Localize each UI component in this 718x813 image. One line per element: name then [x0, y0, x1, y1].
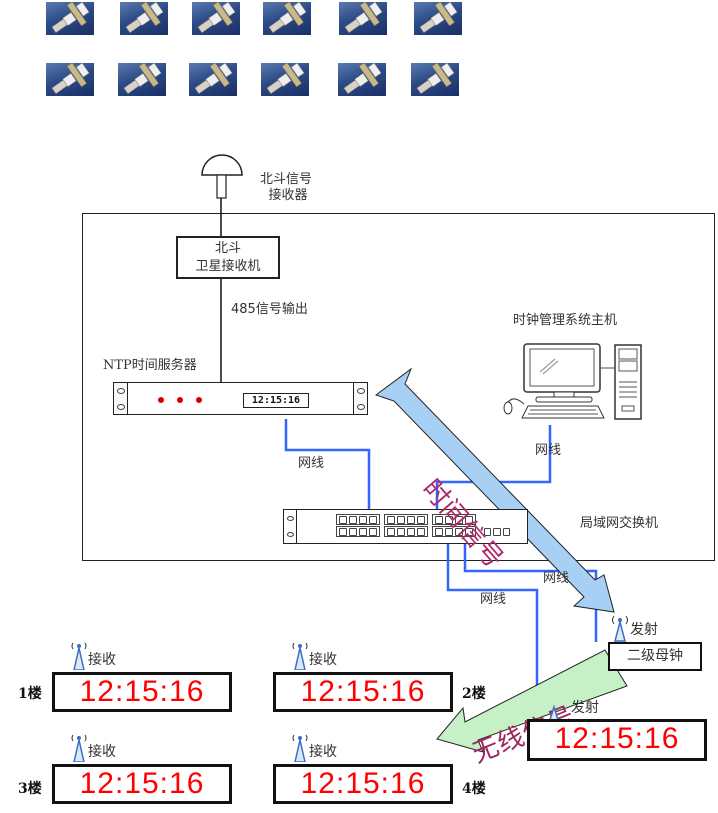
receive-antenna-icon: [292, 734, 308, 762]
ethernet-port: [359, 528, 367, 536]
transmit-antenna-icon: [612, 615, 628, 642]
port-group: [432, 514, 476, 525]
ethernet-port: [339, 528, 347, 536]
ethernet-port: [417, 528, 425, 536]
ethernet-port: [339, 516, 347, 524]
ethernet-port: [397, 516, 405, 524]
transmitter-label: 发射: [571, 700, 599, 716]
ethernet-port: [397, 528, 405, 536]
ethernet-port: [407, 516, 415, 524]
ethernet-port: [407, 528, 415, 536]
floor-clock-display: 12:15:16: [273, 764, 453, 804]
status-led: [196, 397, 202, 403]
ethernet-port: [455, 516, 463, 524]
receive-antenna-icon: [292, 642, 308, 670]
floor-label: 4楼: [462, 781, 486, 797]
antenna-label-line2: 接收器: [268, 188, 308, 203]
port-group: [384, 514, 428, 525]
cable-label-host-switch: 网线: [535, 443, 562, 458]
ethernet-port: [349, 516, 357, 524]
ntp-server: 12:15:16: [113, 382, 368, 415]
port-group: [336, 514, 380, 525]
satellite-icon: [339, 2, 387, 35]
ethernet-port: [359, 516, 367, 524]
ethernet-port: [369, 528, 377, 536]
ethernet-port: [465, 528, 473, 536]
ethernet-port: [369, 516, 377, 524]
network-switch: [283, 509, 528, 544]
ethernet-port: [455, 528, 463, 536]
satellite-icon: [263, 2, 311, 35]
desktop-computer-icon: [503, 343, 642, 420]
satellite-icon: [338, 63, 386, 96]
sub-master-clock: 二级母钟: [608, 642, 702, 671]
uplink-ports: [482, 527, 512, 538]
ethernet-port: [502, 528, 510, 536]
satellite-icon: [189, 63, 237, 96]
status-led: [158, 397, 164, 403]
satellite-icon: [46, 63, 94, 96]
cable-label-switch-floor: 网线: [480, 592, 507, 607]
satellite-icon: [120, 2, 168, 35]
ntp-time-display: 12:15:16: [243, 393, 309, 408]
port-group: [432, 526, 476, 537]
receive-label: 接收: [88, 744, 116, 760]
receive-label: 接收: [88, 652, 116, 668]
antenna-label-line1: 北斗信号: [260, 172, 313, 187]
satellite-icon: [261, 63, 309, 96]
ethernet-port: [435, 528, 443, 536]
rack-ear-left: [284, 510, 297, 543]
cable-label-switch-subclock: 网线: [543, 571, 570, 586]
port-group: [336, 526, 380, 537]
floor-clock-display: 12:15:16: [52, 764, 232, 804]
ethernet-port: [387, 528, 395, 536]
ethernet-port: [417, 516, 425, 524]
port-group: [384, 526, 428, 537]
ethernet-port: [349, 528, 357, 536]
ethernet-port: [465, 516, 473, 524]
ethernet-port: [493, 528, 501, 536]
transmitter-clock-display: 12:15:16: [527, 719, 707, 761]
rack-ear-right: [353, 383, 367, 414]
cable-switch-floor: [446, 535, 539, 718]
beidou-receiver: 北斗 卫星接收机: [176, 236, 280, 279]
ethernet-port: [435, 516, 443, 524]
cable-label-ntp-switch: 网线: [298, 456, 325, 471]
satellite-icon: [192, 2, 240, 35]
receive-label: 接收: [309, 744, 337, 760]
satellite-icon: [414, 2, 462, 35]
receive-antenna-icon: [71, 642, 87, 670]
ethernet-port: [387, 516, 395, 524]
beidou-receiver-line2: 卫星接收机: [195, 259, 261, 274]
system-boundary: [82, 213, 715, 561]
time-signal-arrow: [374, 367, 615, 613]
beidou-receiver-line1: 北斗: [214, 241, 241, 256]
floor-clock-display: 12:15:16: [52, 672, 232, 712]
wireless-signal-arrow: [436, 649, 628, 753]
floor-label: 3楼: [18, 781, 42, 797]
ntp-server-label: NTP时间服务器: [103, 358, 197, 373]
sub-clock-transmit-label: 发射: [630, 622, 658, 638]
floor-label: 1楼: [18, 686, 42, 702]
ethernet-port: [445, 516, 453, 524]
satellite-icon: [411, 63, 459, 96]
cable-ntp-switch: [284, 419, 371, 511]
ethernet-port: [484, 528, 492, 536]
floor-label: 2楼: [462, 686, 486, 702]
antenna-label: 北斗信号 接收器: [260, 172, 312, 204]
receive-antenna-icon: [71, 734, 87, 762]
satellite-icon: [118, 63, 166, 96]
status-led: [177, 397, 183, 403]
rs485-output-label: 485信号输出: [231, 302, 308, 317]
floor-clock-display: 12:15:16: [273, 672, 453, 712]
receive-label: 接收: [309, 652, 337, 668]
switch-label: 局域网交换机: [580, 516, 659, 531]
satellite-icon: [46, 2, 94, 35]
management-host-label: 时钟管理系统主机: [513, 313, 618, 328]
rack-ear-left: [114, 383, 128, 414]
ethernet-port: [445, 528, 453, 536]
dome-antenna-icon: [201, 154, 243, 199]
